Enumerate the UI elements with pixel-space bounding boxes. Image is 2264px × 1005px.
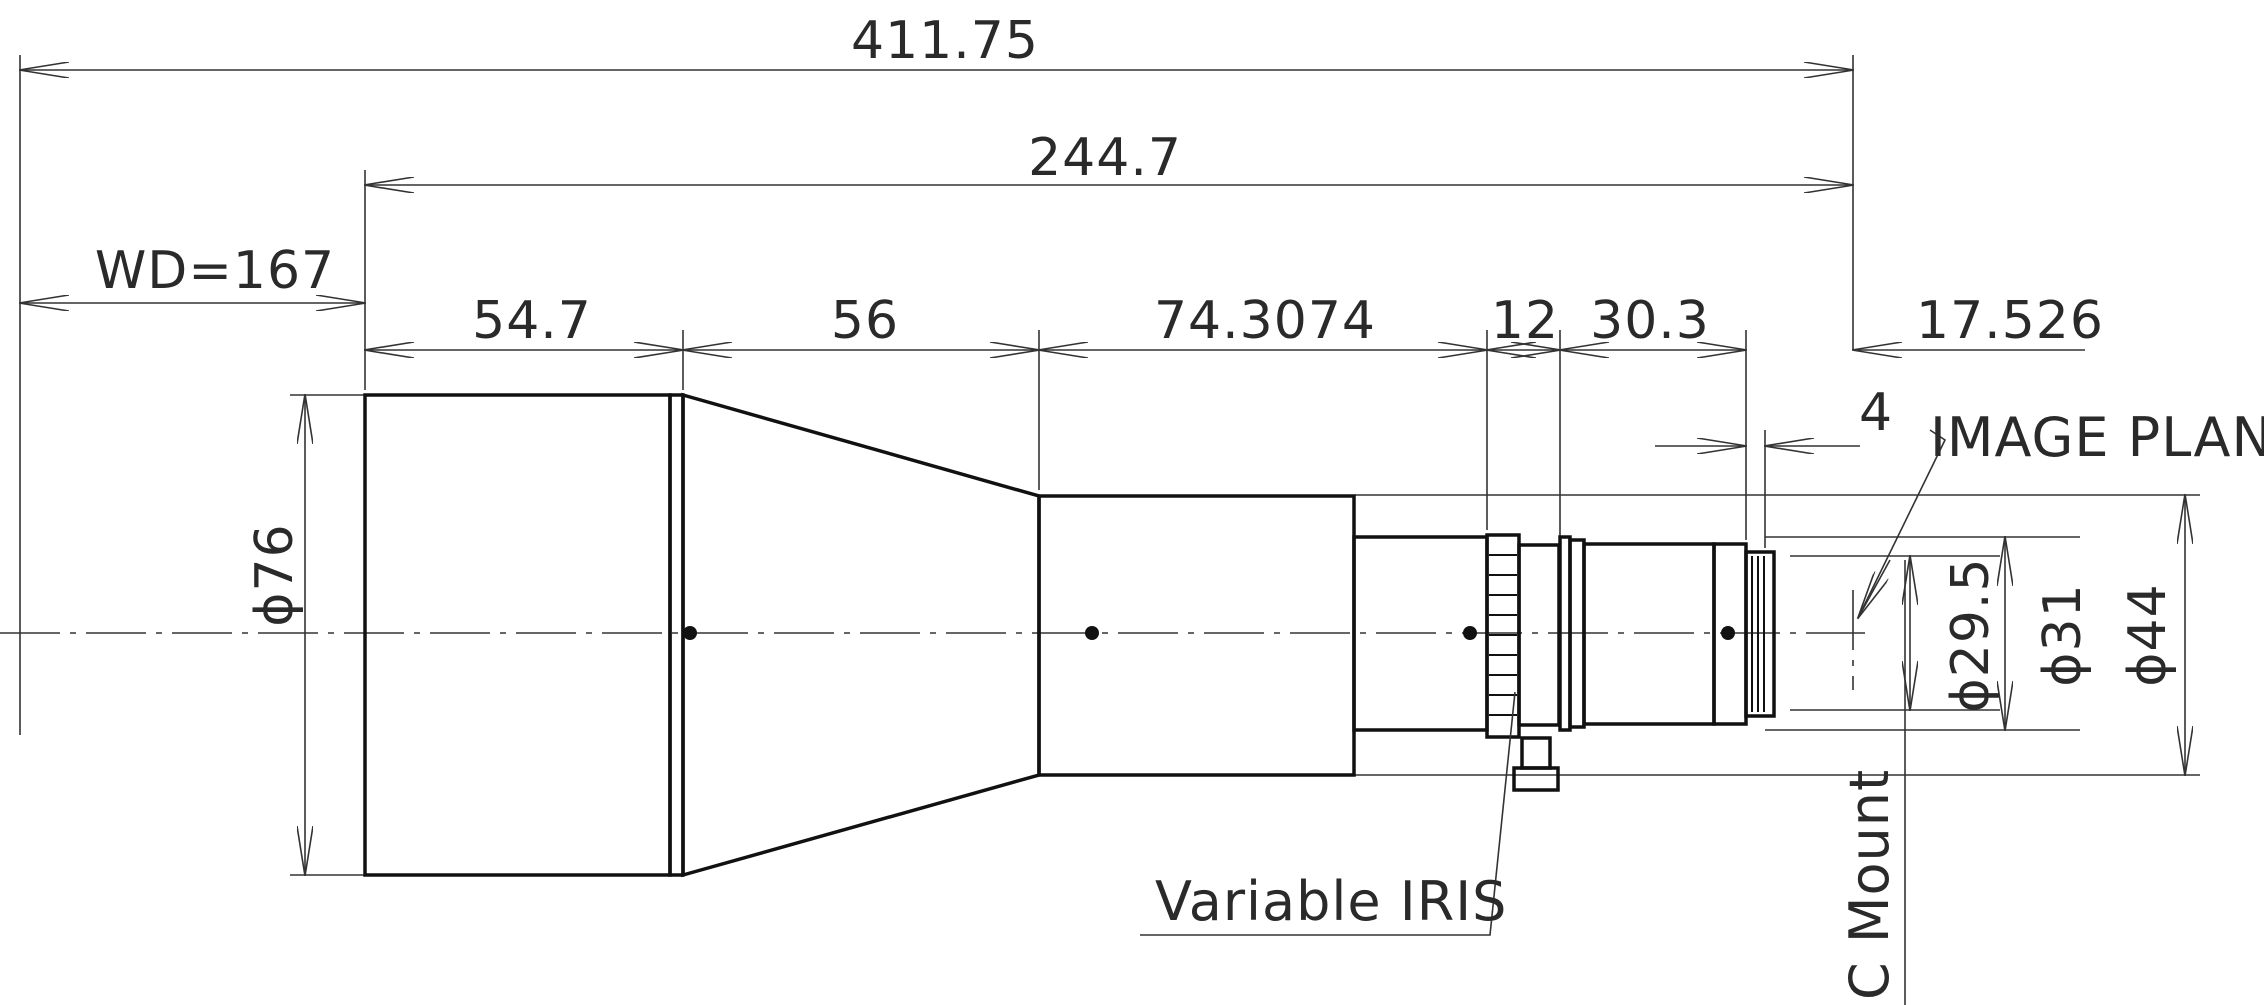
screw-dot [683, 626, 697, 640]
dim-working-distance: WD=167 [95, 241, 335, 301]
image-plane-leader [1857, 429, 1947, 619]
c-mount-thread [1744, 550, 1776, 718]
iris-leader [1140, 691, 1516, 936]
taper-cone [681, 392, 1041, 878]
dimension-lines [20, 70, 2185, 875]
image-plane-leader-arrow [1858, 559, 1891, 618]
dim-taper: 56 [831, 291, 899, 351]
lens-body [363, 392, 1776, 878]
iris-knob [1512, 766, 1560, 792]
front-ring [668, 393, 685, 877]
dim-front-barrel: 54.7 [472, 291, 592, 351]
screw-dot [1721, 626, 1735, 640]
dim-mount-flange: 4 [1859, 383, 1893, 443]
c-mount-threads [1751, 556, 1765, 712]
dim-iris-ring: 12 [1491, 291, 1559, 351]
iris-ring-knurl [1489, 554, 1517, 716]
extension-lines [19, 55, 2200, 876]
c-mount-label: C Mount [1838, 769, 1901, 1000]
front-barrel [363, 393, 672, 877]
dim-rear-diameter: ϕ44 [2118, 583, 2178, 686]
screw-dots [683, 626, 1735, 640]
screw-dot [1463, 626, 1477, 640]
dim-mid-barrel: 74.3074 [1154, 291, 1376, 351]
dim-lens-length: 244.7 [1028, 128, 1182, 188]
iris-knob-stem [1520, 736, 1552, 770]
screw-dot [1085, 626, 1099, 640]
dim-front-diameter: ϕ76 [245, 523, 305, 626]
ring-spacer [1517, 543, 1561, 727]
dim-mount-diameter-1: ϕ29.5 [1941, 557, 2001, 712]
rear-barrel [1582, 542, 1716, 726]
dim-mount-diameter-2: ϕ31 [2033, 583, 2093, 686]
dimension-text: 411.75 244.7 WD=167 54.7 56 74.3074 12 3… [95, 11, 2178, 713]
image-plane-label: IMAGE PLANE [1930, 406, 2264, 469]
dim-back-focal: 17.526 [1916, 291, 2104, 351]
variable-iris-label: Variable IRIS [1155, 870, 1507, 933]
leader-lines [1140, 429, 1947, 1005]
dim-rear-barrel: 30.3 [1590, 291, 1710, 351]
callout-labels: IMAGE PLANE Variable IRIS C Mount [1155, 406, 2264, 1000]
dim-overall-length: 411.75 [851, 11, 1039, 71]
